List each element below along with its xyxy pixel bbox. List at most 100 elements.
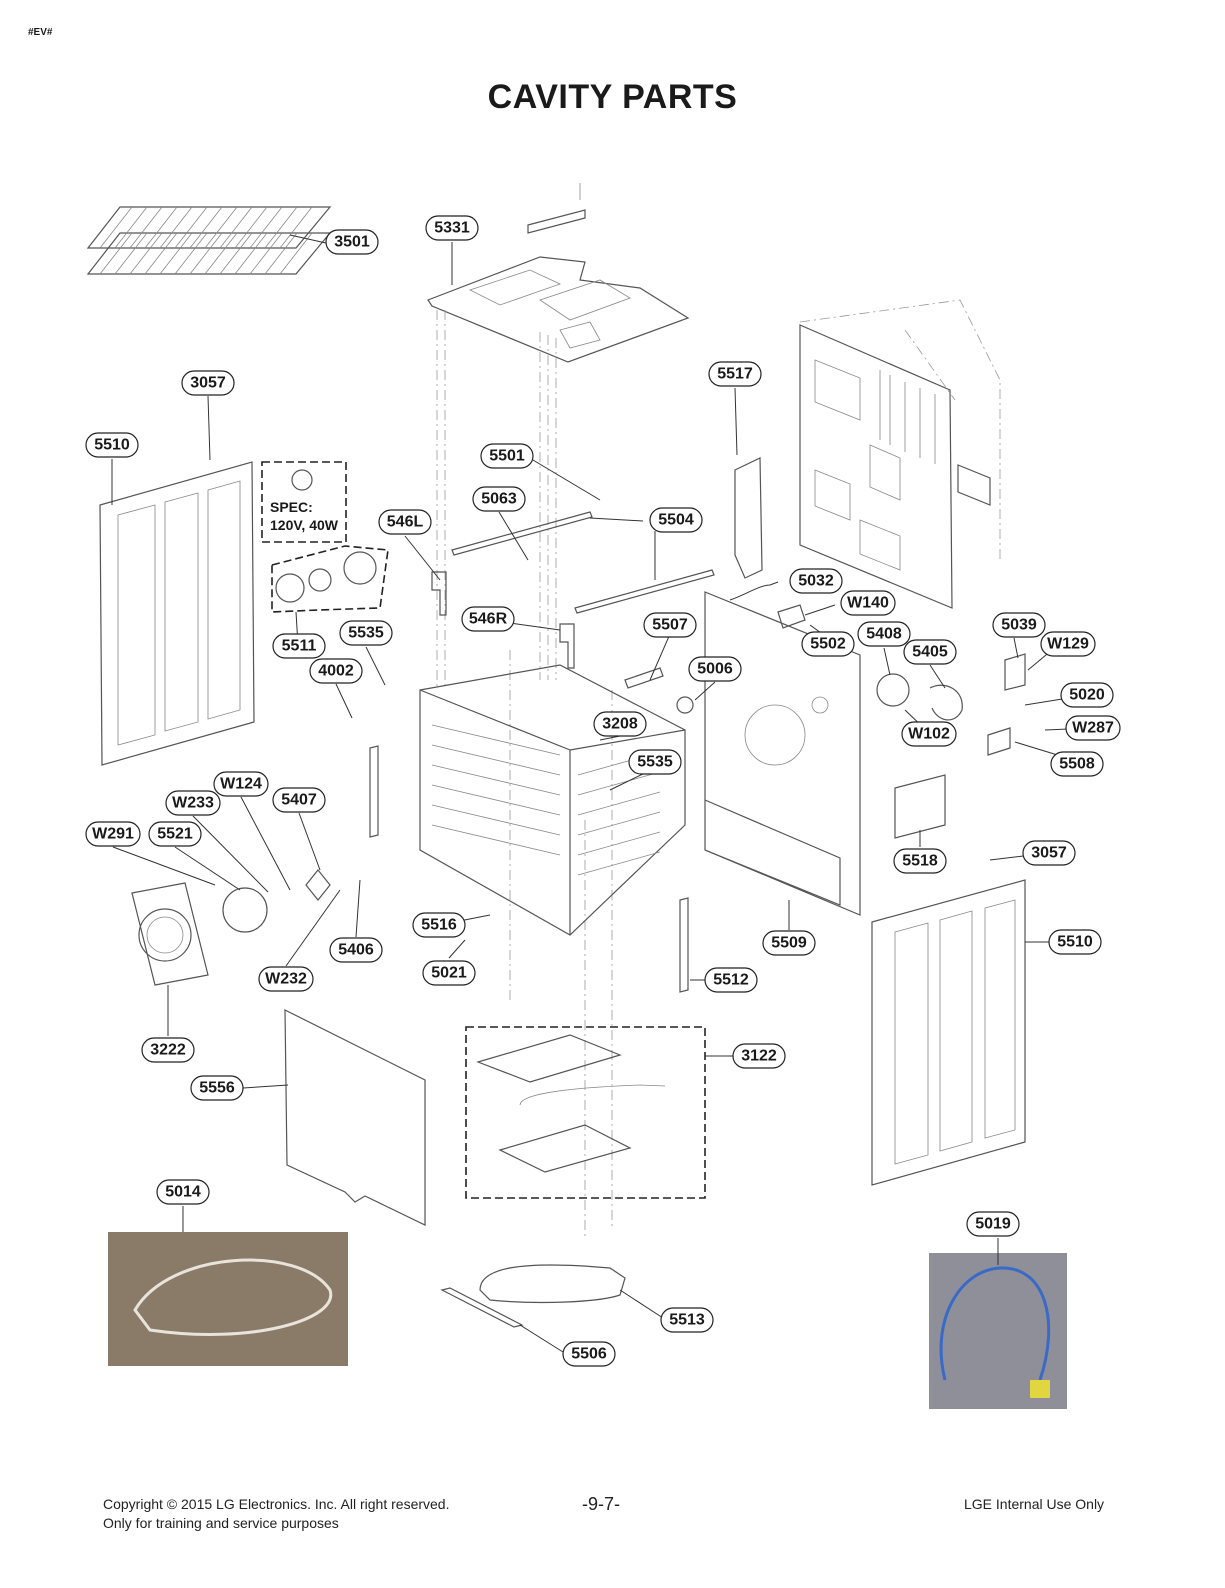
- footer-internal-use: LGE Internal Use Only: [964, 1496, 1105, 1512]
- callout-W232[interactable]: W232: [258, 966, 314, 992]
- callout-5513[interactable]: 5513: [660, 1307, 714, 1333]
- callout-5021[interactable]: 5021: [422, 960, 476, 986]
- svg-text:546R: 546R: [469, 611, 508, 628]
- svg-text:5513: 5513: [669, 1312, 705, 1329]
- callout-4002[interactable]: 4002: [309, 658, 363, 684]
- bracket-5507-drawing: [624, 667, 664, 689]
- svg-text:5407: 5407: [281, 792, 317, 809]
- callout-5509[interactable]: 5509: [762, 930, 816, 956]
- air-duct-drawing: [734, 457, 763, 579]
- callout-W140[interactable]: W140: [840, 590, 896, 616]
- callout-W233[interactable]: W233: [165, 790, 221, 816]
- callout-3057-right[interactable]: 3057: [1022, 840, 1076, 866]
- bake-element-5513-drawing: [479, 1264, 626, 1304]
- callout-5504[interactable]: 5504: [649, 507, 703, 533]
- callout-5535-cavity[interactable]: 5535: [628, 749, 682, 775]
- svg-text:3122: 3122: [741, 1048, 777, 1065]
- callout-3208[interactable]: 3208: [593, 711, 647, 737]
- callout-5510[interactable]: 5510: [85, 432, 139, 458]
- callout-3057[interactable]: 3057: [181, 370, 235, 396]
- callout-5020[interactable]: 5020: [1060, 682, 1114, 708]
- callout-5518[interactable]: 5518: [893, 848, 947, 874]
- callout-5331[interactable]: 5331: [425, 215, 479, 241]
- svg-text:5063: 5063: [481, 491, 517, 508]
- spec-label: SPEC:: [270, 499, 313, 515]
- svg-text:5512: 5512: [713, 972, 749, 989]
- svg-text:5535: 5535: [348, 625, 384, 642]
- callout-W291[interactable]: W291: [85, 821, 141, 847]
- callout-W287[interactable]: W287: [1065, 715, 1121, 741]
- svg-text:3057: 3057: [190, 375, 226, 392]
- svg-text:5406: 5406: [338, 942, 374, 959]
- callout-5512[interactable]: 5512: [704, 967, 758, 993]
- svg-text:3222: 3222: [150, 1042, 186, 1059]
- sensor-5019-connector: [1030, 1380, 1050, 1398]
- wire-harness-5014-wires: [133, 1258, 333, 1336]
- svg-text:5039: 5039: [1001, 617, 1037, 634]
- svg-text:5506: 5506: [571, 1346, 607, 1363]
- callout-3501[interactable]: 3501: [325, 229, 379, 255]
- callout-W129[interactable]: W129: [1040, 631, 1096, 657]
- heater-ring-5521-drawing: [222, 887, 268, 933]
- spec-value: 120V, 40W: [270, 517, 339, 533]
- svg-text:3208: 3208: [602, 716, 638, 733]
- callout-5019[interactable]: 5019: [966, 1211, 1020, 1237]
- callout-5406[interactable]: 5406: [329, 937, 383, 963]
- callout-546R[interactable]: 546R: [461, 606, 515, 632]
- footer-training-note: Only for training and service purposes: [103, 1515, 339, 1531]
- callout-5501[interactable]: 5501: [480, 443, 534, 469]
- svg-text:5504: 5504: [658, 512, 694, 529]
- page-title: CAVITY PARTS: [487, 78, 738, 116]
- lamp-assembly-box: [271, 545, 389, 613]
- callout-3122[interactable]: 3122: [732, 1043, 786, 1069]
- callout-5556[interactable]: 5556: [190, 1075, 244, 1101]
- svg-text:5006: 5006: [697, 661, 733, 678]
- svg-text:5507: 5507: [652, 617, 688, 634]
- callout-5506[interactable]: 5506: [562, 1341, 616, 1367]
- callout-5516[interactable]: 5516: [412, 912, 466, 938]
- fan-blade-5407-drawing: [305, 869, 331, 901]
- svg-text:5535: 5535: [637, 754, 673, 771]
- svg-text:5331: 5331: [434, 220, 470, 237]
- svg-text:4002: 4002: [318, 663, 354, 680]
- callout-5405[interactable]: 5405: [903, 639, 957, 665]
- hinge-left-drawing: [431, 571, 447, 616]
- callout-5535[interactable]: 5535: [339, 620, 393, 646]
- callout-5032[interactable]: 5032: [789, 568, 843, 594]
- callout-5510-right[interactable]: 5510: [1048, 929, 1102, 955]
- svg-text:5510: 5510: [1057, 934, 1093, 951]
- convection-cover-drawing: [131, 882, 209, 986]
- callout-5521[interactable]: 5521: [148, 821, 202, 847]
- callout-546L[interactable]: 546L: [378, 509, 432, 535]
- callout-W102[interactable]: W102: [901, 721, 957, 747]
- callout-5006[interactable]: 5006: [688, 656, 742, 682]
- callout-5063[interactable]: 5063: [472, 486, 526, 512]
- callout-5502[interactable]: 5502: [801, 631, 855, 657]
- callout-3222[interactable]: 3222: [141, 1037, 195, 1063]
- callout-5407[interactable]: 5407: [272, 787, 326, 813]
- callout-5408[interactable]: 5408: [857, 621, 911, 647]
- callout-W124[interactable]: W124: [213, 771, 269, 797]
- callout-5508[interactable]: 5508: [1050, 751, 1104, 777]
- wire-bar-lower-drawing: [574, 569, 715, 614]
- callout-5517[interactable]: 5517: [708, 361, 762, 387]
- callout-5507[interactable]: 5507: [643, 612, 697, 638]
- rear-panel-drawing: [799, 324, 991, 609]
- callout-5511[interactable]: 5511: [272, 633, 326, 659]
- callout-5014[interactable]: 5014: [156, 1179, 210, 1205]
- svg-text:5021: 5021: [431, 965, 467, 982]
- svg-text:5501: 5501: [489, 448, 525, 465]
- svg-text:5019: 5019: [975, 1216, 1011, 1233]
- fan-bracket-drawing: [929, 684, 963, 721]
- right-side-panel-drawing: [871, 879, 1026, 1186]
- hinge-right-drawing: [559, 623, 575, 669]
- svg-text:5502: 5502: [810, 636, 846, 653]
- left-side-panel-drawing: [99, 461, 255, 766]
- svg-text:W129: W129: [1047, 636, 1089, 653]
- lamp-bulb-drawing: [291, 469, 313, 491]
- callout-5039[interactable]: 5039: [992, 612, 1046, 638]
- svg-text:546L: 546L: [387, 514, 424, 531]
- svg-text:5508: 5508: [1059, 756, 1095, 773]
- side-rail-left-drawing: [369, 745, 379, 838]
